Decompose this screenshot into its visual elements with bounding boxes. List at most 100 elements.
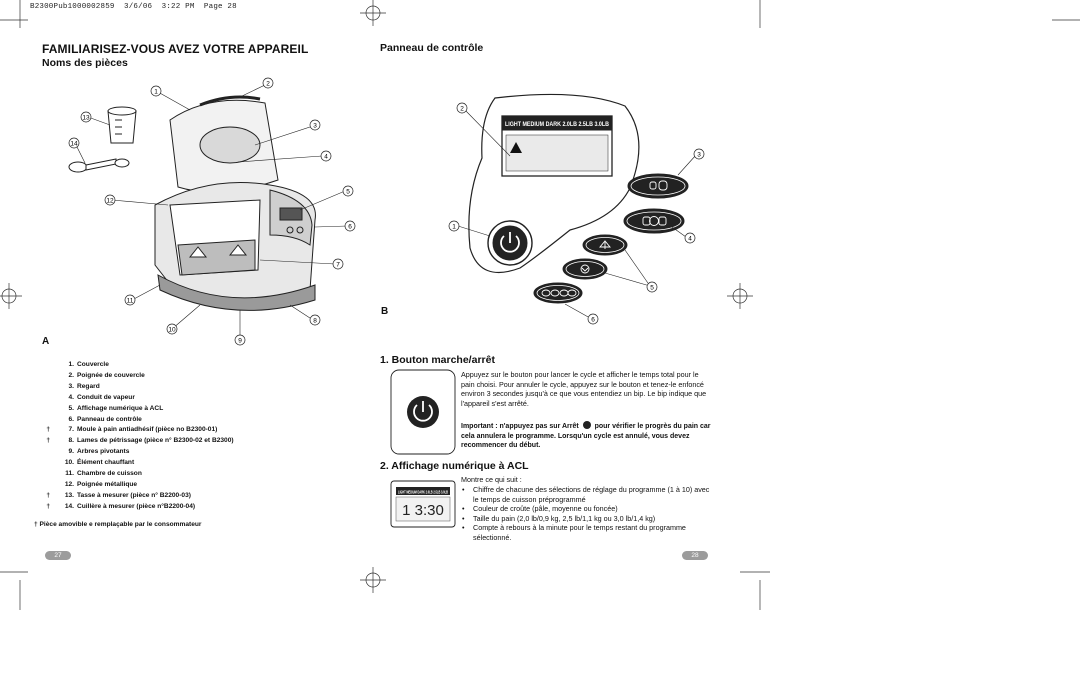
list-item: 1.Couvercle bbox=[34, 360, 294, 371]
important-note-before: Important : n'appuyez pas sur Arrêt bbox=[461, 423, 579, 430]
part-dagger bbox=[34, 480, 50, 491]
panel-callout-2: 2 bbox=[460, 106, 464, 113]
callout-7: 7 bbox=[336, 262, 340, 269]
print-header: B2300Pub1000002859 3/6/06 3:22 PM Page 2… bbox=[30, 3, 237, 11]
part-name: Poignée métallique bbox=[77, 480, 138, 488]
page-number-right: 28 bbox=[682, 551, 708, 560]
part-name: Élément chauffant bbox=[77, 459, 135, 467]
callout-9: 9 bbox=[238, 338, 242, 345]
part-dagger bbox=[34, 469, 50, 480]
part-dagger: † bbox=[46, 502, 50, 510]
panel-callout-3: 3 bbox=[697, 152, 701, 159]
important-note-after: pour vérifier le progrès du pain car cel… bbox=[461, 423, 711, 450]
stop-button-icon bbox=[582, 421, 591, 429]
list-item: Taille du pain (2,0 lb/0,9 kg, 2,5 lb/1,… bbox=[461, 514, 711, 524]
page-number-left: 27 bbox=[45, 551, 71, 560]
part-number: 2. bbox=[68, 371, 75, 379]
start-stop-button-image bbox=[390, 369, 456, 455]
panel-callout-1: 1 bbox=[452, 224, 456, 231]
list-item: 12.Poignée métallique bbox=[34, 480, 294, 491]
callout-1: 1 bbox=[154, 89, 158, 96]
part-number: 4. bbox=[68, 393, 75, 401]
control-panel-title: Panneau de contrôle bbox=[380, 42, 484, 54]
figure-a-label: A bbox=[42, 336, 50, 347]
figure-b-label: B bbox=[381, 306, 389, 317]
part-number: 10. bbox=[64, 459, 74, 467]
list-item: † 8.Lames de pétrissage (pièce n° B2300-0… bbox=[34, 436, 294, 447]
section-subtitle: Noms des pièces bbox=[42, 57, 128, 69]
part-name: Cuillère à mesurer (pièce n°B2200-04) bbox=[77, 502, 196, 510]
part-name: Chambre de cuisson bbox=[77, 470, 142, 478]
list-item: Compte à rebours à la minute pour le tem… bbox=[461, 523, 711, 542]
list-item: 2.Poignée de couvercle bbox=[34, 371, 294, 382]
part-number: 6. bbox=[68, 415, 75, 423]
part-number: 5. bbox=[68, 404, 75, 412]
list-item: Chiffre de chacune des sélections de rég… bbox=[461, 485, 711, 504]
panel-callout-6: 6 bbox=[591, 317, 595, 324]
list-item: Couleur de croûte (pâle, moyenne ou fonc… bbox=[461, 504, 711, 514]
part-dagger: † bbox=[46, 491, 50, 499]
part-name: Moule à pain antiadhésif (pièce no B2300… bbox=[77, 426, 218, 434]
part-dagger bbox=[34, 447, 50, 458]
callout-12: 12 bbox=[106, 198, 114, 205]
list-item: 3.Regard bbox=[34, 382, 294, 393]
page-title: FAMILIARISEZ-VOUS AVEZ VOTRE APPAREIL bbox=[42, 42, 309, 56]
list-item: 10.Élément chauffant bbox=[34, 458, 294, 469]
callout-6: 6 bbox=[348, 224, 352, 231]
part-dagger bbox=[34, 404, 50, 415]
part-name: Tasse à mesurer (pièce n° B2200-03) bbox=[77, 491, 191, 499]
part-name: Poignée de couvercle bbox=[77, 371, 145, 379]
footnote: † Pièce amovible e remplaçable par le co… bbox=[34, 521, 202, 528]
part-name: Lames de pétrissage (pièce n° B2300-02 e… bbox=[77, 437, 234, 445]
part-name: Affichage numérique à ACL bbox=[77, 404, 164, 412]
part-number: 14. bbox=[64, 502, 74, 510]
lcd-header-text: LIGHT MEDIUM DARK 2.0LB 2.5LB 3.0LB bbox=[505, 121, 609, 128]
part-number: 11. bbox=[65, 470, 74, 478]
lcd-display-image: LIGHT MEDIUM DARK 2.0LB 2.5LB 3.0LB 1 3:… bbox=[390, 480, 456, 528]
callout-14: 14 bbox=[70, 141, 78, 148]
part-name: Couvercle bbox=[77, 361, 109, 368]
part-dagger bbox=[34, 382, 50, 393]
list-item: 9.Arbres pivotants bbox=[34, 447, 294, 458]
list-item: † 7.Moule à pain antiadhésif (pièce no B2… bbox=[34, 425, 294, 436]
callout-10: 10 bbox=[168, 327, 176, 334]
start-stop-description: Appuyez sur le bouton pour lancer le cyc… bbox=[461, 370, 707, 408]
list-item: 11.Chambre de cuisson bbox=[34, 469, 294, 480]
list-item: 4.Conduit de vapeur bbox=[34, 393, 294, 404]
callout-11: 11 bbox=[127, 298, 134, 305]
list-item: 6.Panneau de contrôle bbox=[34, 415, 294, 426]
part-number: 1. bbox=[68, 361, 75, 368]
callout-13: 13 bbox=[82, 115, 90, 122]
list-item: † 14.Cuillère à mesurer (pièce n°B2200-04… bbox=[34, 502, 294, 513]
part-number: 8. bbox=[68, 437, 75, 445]
part-name: Regard bbox=[77, 382, 100, 390]
part-number: 3. bbox=[68, 382, 75, 390]
callout-2: 2 bbox=[266, 81, 270, 88]
part-number: 7. bbox=[68, 426, 75, 434]
control-panel-diagram: 2 3 1 4 5 6 LIGHT MEDIUM DARK 2.0LB 2.5L… bbox=[448, 93, 705, 325]
bread-maker-illustration: 1 2 3 4 5 6 7 8 9 10 11 12 13 14 bbox=[68, 77, 356, 346]
part-name: Conduit de vapeur bbox=[77, 393, 135, 401]
part-name: Panneau de contrôle bbox=[77, 415, 142, 423]
part-dagger: † bbox=[46, 426, 50, 434]
section-heading-lcd: 2. Affichage numérique à ACL bbox=[380, 460, 529, 472]
list-item: † 13.Tasse à mesurer (pièce n° B2200-03) bbox=[34, 491, 294, 502]
callout-8: 8 bbox=[313, 318, 317, 325]
lcd-small-header: LIGHT MEDIUM DARK 2.0LB 2.5LB 3.0LB bbox=[398, 490, 448, 495]
part-dagger bbox=[34, 371, 50, 382]
part-name: Arbres pivotants bbox=[77, 448, 130, 456]
part-dagger: † bbox=[46, 437, 50, 445]
list-item: 5.Affichage numérique à ACL bbox=[34, 404, 294, 415]
lcd-time: 1 3:30 bbox=[402, 502, 444, 519]
part-number: 13. bbox=[64, 491, 74, 499]
part-dagger bbox=[34, 360, 50, 371]
part-dagger bbox=[34, 393, 50, 404]
part-dagger bbox=[34, 458, 50, 469]
part-number: 12. bbox=[64, 480, 74, 488]
panel-callout-5: 5 bbox=[650, 285, 654, 292]
lcd-bullet-list: Chiffre de chacune des sélections de rég… bbox=[461, 485, 711, 543]
important-note: Important : n'appuyez pas sur Arrêt pour… bbox=[461, 421, 713, 451]
callout-3: 3 bbox=[313, 123, 317, 130]
